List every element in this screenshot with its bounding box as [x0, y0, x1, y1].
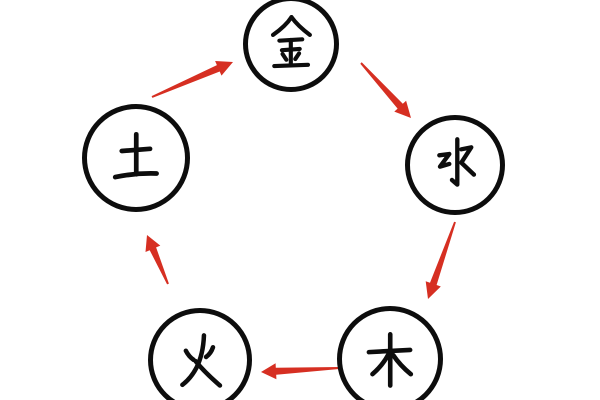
- fire-character-glyph: 火: [180, 333, 223, 388]
- earth-character-glyph: 土: [112, 131, 159, 180]
- node-water: 水 水: [405, 115, 505, 215]
- node-metal: 金 金: [243, 0, 339, 92]
- water-character-glyph: 水: [436, 136, 476, 187]
- arrow-metal-to-water: [360, 62, 411, 118]
- arrow-wood-to-fire: [261, 363, 340, 380]
- arrow-water-to-wood: [425, 221, 456, 299]
- node-earth: 土 土: [82, 104, 190, 212]
- metal-character-glyph: 金: [271, 15, 313, 69]
- arrow-fire-to-earth: [145, 235, 169, 285]
- wood-character-glyph: 木: [367, 332, 414, 389]
- node-wood: 木 木: [337, 306, 443, 400]
- arrow-earth-to-metal: [151, 61, 233, 98]
- node-fire: 火 火: [148, 308, 252, 400]
